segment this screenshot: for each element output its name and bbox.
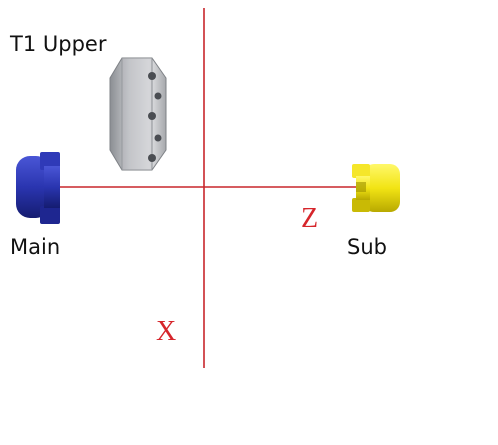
z-axis-label: Z [301, 203, 319, 234]
main-spindle-icon [16, 152, 60, 224]
main-spindle-label: Main [10, 235, 61, 259]
turret-icon [109, 57, 167, 171]
turret-label: T1 Upper [10, 32, 107, 56]
x-axis-label: X [156, 316, 177, 347]
sub-spindle-label: Sub [347, 235, 387, 259]
sub-spindle-icon [352, 164, 400, 212]
